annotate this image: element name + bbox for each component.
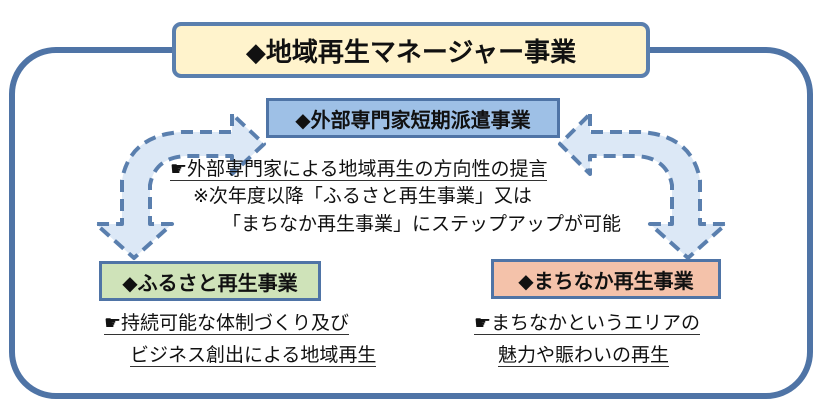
- machinaka-revival-label: ◆まちなか再生事業: [518, 268, 694, 293]
- furusato-revival-box: ◆ふるさと再生事業: [99, 261, 321, 301]
- center-description-line-1: ☛外部専門家による地域再生の方向性の提言: [170, 158, 548, 181]
- center-description-line-3: 「まちなか再生事業」にステップアップが可能: [222, 213, 622, 235]
- right-description-line-1: ☛まちなかというエリアの: [474, 312, 701, 335]
- right-curved-arrow: [558, 112, 728, 260]
- machinaka-revival-box: ◆まちなか再生事業: [491, 259, 721, 299]
- short-term-dispatch-label: ◆外部専門家短期派遣事業: [295, 107, 531, 132]
- short-term-dispatch-box: ◆外部専門家短期派遣事業: [266, 98, 560, 138]
- left-description-line-2: ビジネス創出による地域再生: [130, 344, 377, 367]
- right-description-line-2: 魅力や賑わいの再生: [498, 344, 670, 367]
- left-curved-arrow: [94, 112, 266, 260]
- center-description-line-2: ※次年度以降「ふるさと再生事業」又は: [193, 185, 532, 207]
- furusato-revival-label: ◆ふるさと再生事業: [122, 270, 298, 295]
- program-title: ◆地域再生マネージャー事業: [245, 37, 577, 68]
- left-description-line-1: ☛持続可能な体制づくり及び: [104, 312, 350, 335]
- program-title-box: ◆地域再生マネージャー事業: [172, 22, 650, 78]
